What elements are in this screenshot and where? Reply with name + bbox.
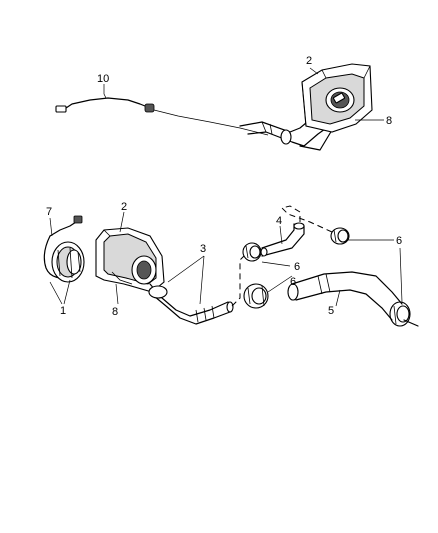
- callout-10: 10: [97, 73, 109, 85]
- leader-1a: [49, 281, 63, 305]
- part-5-filler-hose: [287, 271, 419, 327]
- leader-5: [335, 289, 341, 307]
- callout-4: 4: [276, 215, 282, 227]
- leader-3a: [167, 255, 205, 283]
- callout-6-a: 6: [396, 235, 402, 247]
- callout-8-mid: 8: [112, 306, 118, 318]
- part-8-filler-neck-mid: [111, 255, 157, 285]
- leader-6c: [267, 275, 293, 293]
- callout-7: 7: [46, 206, 52, 218]
- callout-8-top: 8: [386, 115, 392, 127]
- leader-8-mid: [115, 283, 119, 305]
- part-6-clamp-d: [389, 301, 411, 327]
- part-10-wire-harness: [55, 97, 269, 136]
- leader-7: [49, 217, 53, 237]
- leader-2-top: [309, 67, 319, 75]
- part-3-filler-tube: [148, 283, 234, 325]
- part-1-fuel-cap: [51, 241, 85, 283]
- leader-1b: [63, 279, 71, 305]
- callout-6-b: 6: [294, 261, 300, 273]
- callout-6-c: 6: [290, 276, 296, 288]
- callout-3: 3: [200, 243, 206, 255]
- leader-4: [279, 225, 283, 245]
- callout-1: 1: [60, 305, 66, 317]
- leader-6b: [261, 261, 291, 267]
- callout-5: 5: [328, 305, 334, 317]
- callout-2-mid: 2: [121, 201, 127, 213]
- part-2-filler-housing-mid: [95, 227, 165, 293]
- part-6-clamp-a: [330, 227, 350, 245]
- leader-3b: [199, 255, 205, 305]
- part-6-clamp-c: [243, 283, 269, 309]
- callout-2-top: 2: [306, 55, 312, 67]
- leader-6d: [399, 247, 403, 303]
- part-4-vent-hose: [260, 205, 343, 257]
- part-8-filler-neck-top: [325, 87, 355, 113]
- leader-10: [103, 84, 107, 99]
- leader-2-mid: [119, 211, 125, 233]
- part-6-clamp-b: [242, 242, 262, 262]
- part-2-filler-housing-top: [301, 63, 373, 133]
